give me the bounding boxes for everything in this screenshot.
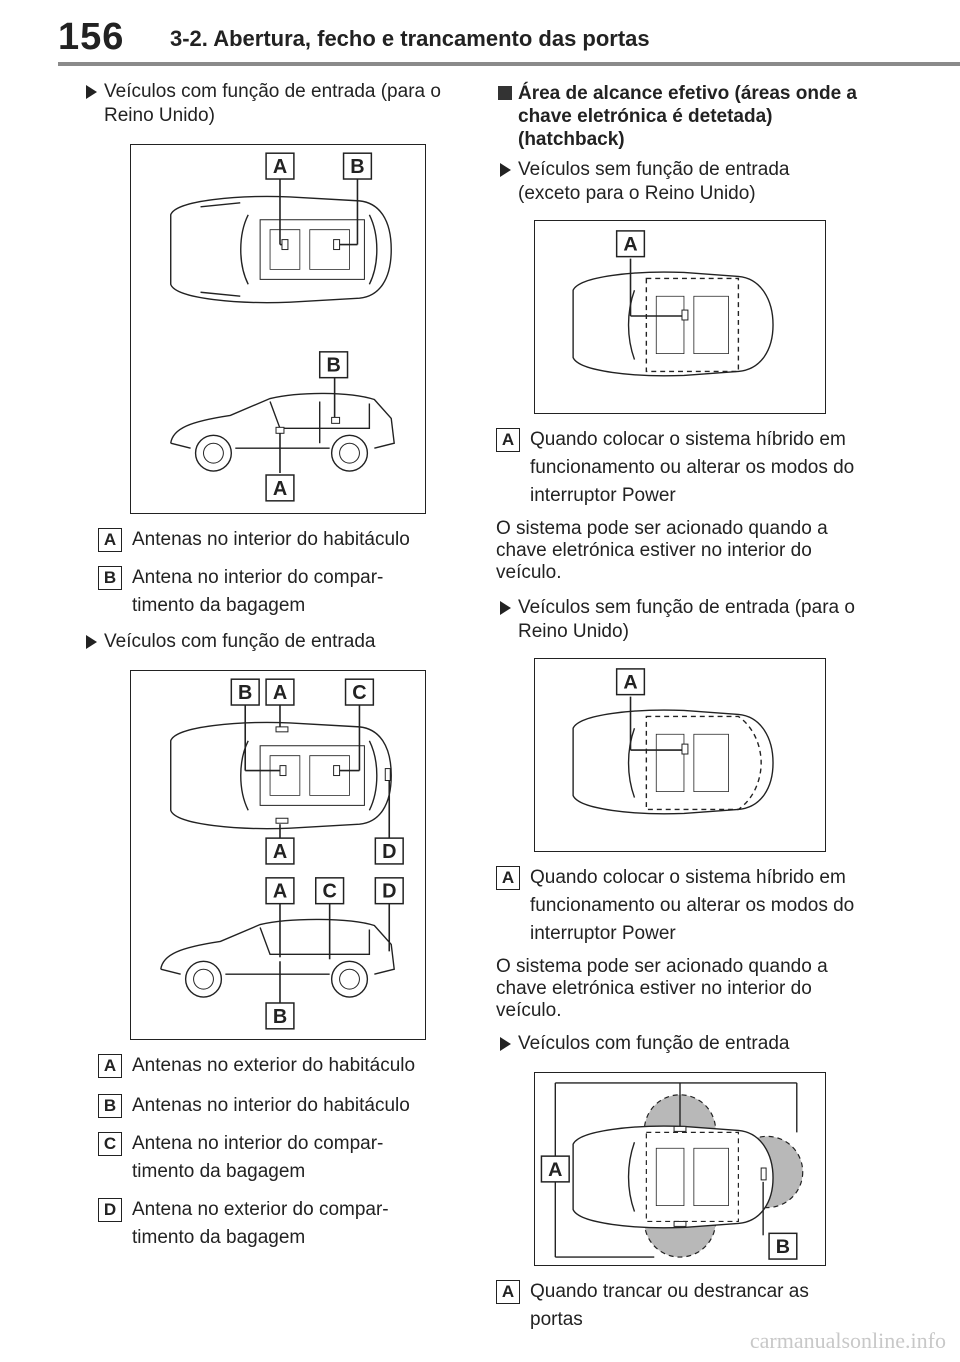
fig5-label-b: B (776, 1236, 790, 1258)
legend-2-a: A Antenas no exterior do habitáculo (98, 1052, 448, 1080)
legend-key: B (98, 566, 122, 590)
legend-text: Antenas no interior do habitáculo (132, 529, 410, 550)
figure-range-non-uk: A (534, 220, 826, 414)
car-diagram-entry: B A C A D A C D B (160, 678, 404, 1030)
car-range-diagram-3: A B (540, 1082, 804, 1260)
legend-key: A (496, 1280, 520, 1304)
bullet-no-entry-uk: Veículos sem função de entrada (para o R… (496, 596, 876, 644)
fig4-label-a: A (623, 672, 637, 694)
legend-text: Antena no exterior do compar-timento da … (132, 1199, 389, 1248)
legend-text: Quando colocar o sistema híbrido em func… (530, 867, 855, 944)
fig3-label-a: A (623, 234, 637, 256)
legend-text: Antena no interior do compar-timento da … (132, 1133, 384, 1182)
car-range-diagram-1: A (572, 230, 774, 377)
bullet-entry: Veículos com função de entrada (82, 630, 442, 654)
watermark: carmanualsonline.info (749, 1328, 946, 1353)
legend-text: Quando colocar o sistema híbrido em func… (530, 429, 855, 506)
figure-antennas-entry: B A C A D A C D B (130, 670, 426, 1040)
fig1-label-side-b: B (326, 355, 340, 377)
legend-1-b: B Antena no interior do compar-timento d… (98, 564, 428, 620)
fig2-label-side-c: C (322, 881, 336, 903)
bullet-entry-range: Veículos com função de entrada (496, 1032, 876, 1056)
legend-text: Antena no interior do compar-timento da … (132, 567, 384, 616)
legend-2-b: B Antenas no interior do habitáculo (98, 1092, 448, 1120)
label-box: A B (265, 152, 373, 180)
legend-key: A (496, 866, 520, 890)
legend-5-a: A Quando trancar ou destrancar as portas (496, 1278, 856, 1334)
fig2-label-top-a: A (273, 682, 287, 704)
fig1-label-top-a: A (273, 156, 287, 178)
section-heading-range: Área de alcance efetivo (áreas onde a ch… (496, 82, 876, 151)
fig2-label-top-b: B (238, 682, 252, 704)
page-header: 156 3-2. Abertura, fecho e trancamento d… (0, 0, 960, 66)
legend-4-a: A Quando colocar o sistema híbrido em fu… (496, 864, 856, 948)
legend-text: Antenas no exterior do habitáculo (132, 1055, 416, 1076)
fig2-label-side-d: D (382, 881, 396, 903)
legend-key: A (496, 428, 520, 452)
legend-3-a: A Quando colocar o sistema híbrido em fu… (496, 426, 856, 510)
paragraph-2: O sistema pode ser acionado quando a cha… (496, 956, 828, 1021)
bullet-entry-uk: Veículos com função de entrada (para o R… (82, 80, 442, 128)
legend-key: B (98, 1094, 122, 1118)
page-number: 156 (58, 16, 125, 58)
fig5-label-a: A (548, 1159, 562, 1181)
paragraph-1: O sistema pode ser acionado quando a cha… (496, 518, 828, 583)
fig2-label-mid-a: A (273, 841, 287, 863)
header-divider (58, 62, 960, 66)
figure-antennas-uk: A B B A (130, 144, 426, 514)
figure-range-entry: A B (534, 1072, 826, 1266)
fig2-label-top-c: C (352, 682, 366, 704)
fig1-label-side-a: A (273, 478, 287, 500)
legend-1-a: A Antenas no interior do habitáculo (98, 526, 448, 554)
legend-key: A (98, 1054, 122, 1078)
figure-range-uk: A (534, 658, 826, 852)
legend-key: D (98, 1198, 122, 1222)
legend-key: A (98, 528, 122, 552)
car-range-diagram-2: A (572, 668, 774, 815)
fig2-label-side-a: A (273, 881, 287, 903)
legend-text: Quando trancar ou destrancar as portas (530, 1281, 809, 1330)
section-title: 3-2. Abertura, fecho e trancamento das p… (170, 26, 650, 51)
legend-2-c: C Antena no interior do compar-timento d… (98, 1130, 428, 1186)
car-diagram-uk: A B B A (170, 152, 395, 502)
fig1-label-top-b: B (350, 156, 364, 178)
bullet-no-entry-non-uk: Veículos sem função de entrada (exceto p… (496, 158, 856, 206)
legend-text: Antenas no interior do habitáculo (132, 1095, 410, 1116)
fig2-label-bottom-b: B (273, 1006, 287, 1028)
fig2-label-mid-d: D (382, 841, 396, 863)
legend-key: C (98, 1132, 122, 1156)
legend-2-d: D Antena no exterior do compar-timento d… (98, 1196, 428, 1252)
